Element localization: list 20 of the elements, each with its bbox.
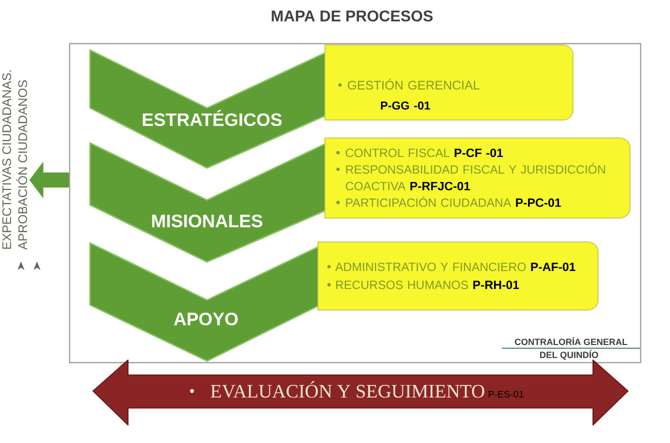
organization-name: DEL QUINDÍO (540, 350, 598, 360)
node-label: RECURSOS HUMANOS (336, 280, 468, 290)
process-box: CONTROL FISCAL P-CF -01 RESPONSABILIDAD FISCAL Y JURISDICCIÓN COACTIVA P-RFJC-01 PARTICIPACIÓN CIUDADANA P-PC-01 (324, 138, 630, 218)
node-label: COACTIVA (346, 182, 406, 190)
process-box: GESTIÓN GERENCIAL P-GG -01 (324, 44, 574, 120)
node-label: P-RFJC-01 (410, 182, 470, 190)
node-label: P-PC-01 (516, 198, 561, 207)
node-label: P-RH-01 (473, 280, 519, 290)
organization-name: CONTRALORÍA GENERAL (514, 337, 628, 346)
process-box: ADMINISTRATIVO Y FINANCIERO P-AF-01 RECURSOS HUMANOS P-RH-01 (318, 242, 598, 310)
vertical-text: EXPECTATIVAS CIUDADANAS. APROBACIÓN CIUDADANOS (2, 70, 28, 250)
node-label: P-AF-01 (531, 262, 576, 272)
frame (69, 43, 642, 364)
node-label: ADMINISTRATIVO Y FINANCIERO (335, 262, 526, 272)
double-arrow-band: EVALUACIÓN Y SEGUIMIENTO P-ES-01 (92, 360, 628, 426)
node-label: CONTROL FISCAL (346, 148, 450, 158)
node-label: RESPONSABILIDAD FISCAL Y JURISDICCIÓN (346, 163, 605, 174)
title: MAPA DE PROCESOS (272, 10, 433, 22)
node-label: PARTICIPACIÓN CIUDADANA (346, 196, 512, 207)
node-label: P-CF -01 (454, 148, 503, 158)
